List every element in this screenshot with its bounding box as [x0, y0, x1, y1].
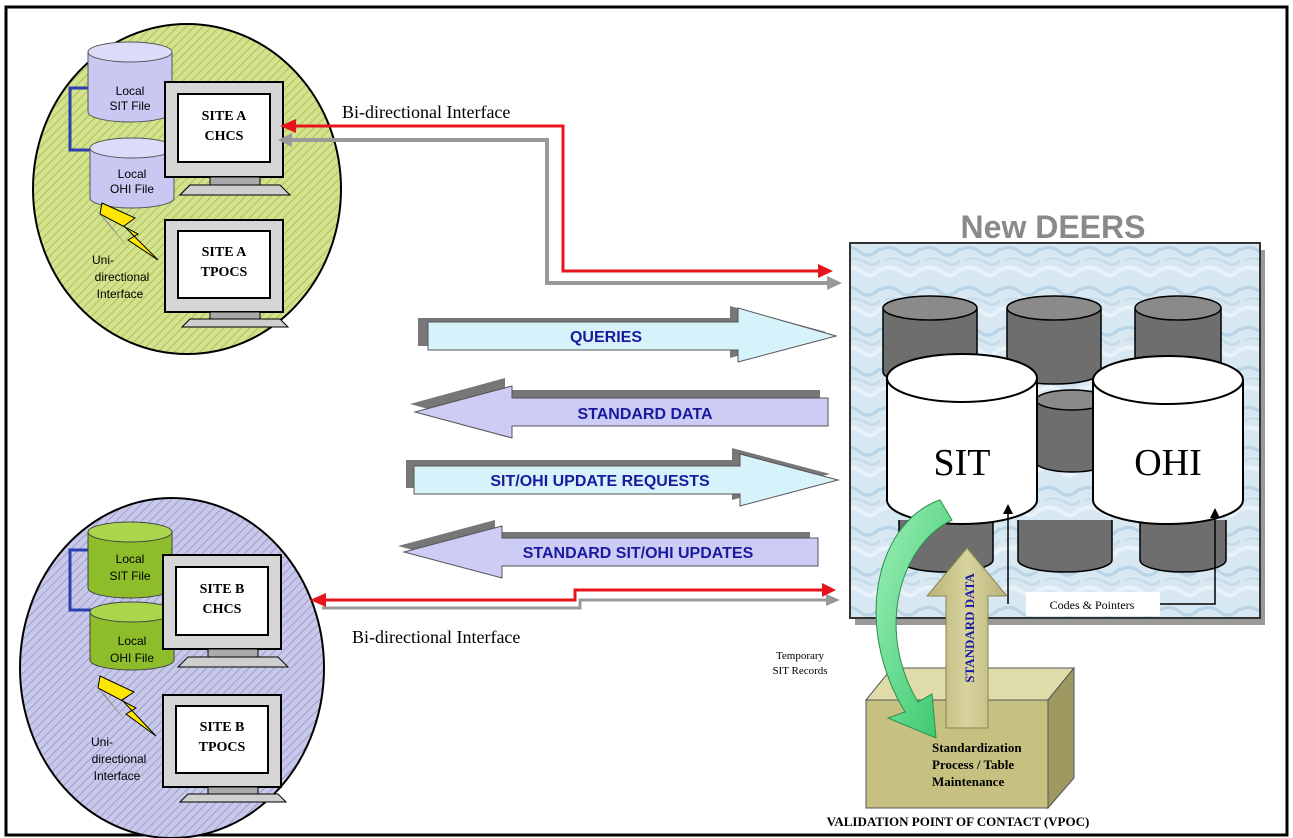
site-a-tpocs-monitor-icon: [164, 219, 290, 328]
standard-data-vertical-label: STANDARD DATA: [962, 573, 977, 683]
standard-data-up-arrow: [925, 547, 1009, 729]
site-a-chcs-label-1: SITE A: [202, 109, 248, 124]
site-b-tpocs-label-2: TPOCS: [199, 740, 246, 755]
site-b-chcs-label-1: SITE B: [200, 582, 245, 597]
site-a-ohi-file-label-1: Local: [118, 167, 147, 181]
vpoc-box-label-3: Maintenance: [932, 774, 1004, 789]
site-a-ohi-file-icon: [89, 137, 175, 209]
sit-database-icon: [886, 353, 1038, 525]
update-requests-label: SIT/OHI UPDATE REQUESTS: [490, 473, 710, 490]
bidirectional-connector-bottom: [310, 583, 840, 610]
site-a-sit-file-label-1: Local: [116, 84, 145, 98]
ohi-database-icon: [1092, 355, 1244, 525]
site-a-uni-label-2: directional: [95, 270, 150, 284]
site-a-chcs-monitor-icon: [164, 81, 292, 196]
vpoc-caption: VALIDATION POINT OF CONTACT (VPOC): [827, 814, 1090, 829]
site-b-group: Local SIT File Local OHI File SITE B CHC…: [19, 497, 325, 838]
vpoc-box-label-1: Standardization: [932, 740, 1022, 755]
site-a-uni-label-3: Interface: [97, 287, 144, 301]
site-b-uni-label-1: Uni-: [91, 735, 113, 749]
site-b-sit-file-icon: [87, 521, 173, 599]
site-a-lightning-icon: [96, 202, 159, 261]
site-a-sit-file-icon: [87, 41, 173, 123]
temporary-label-2: SIT Records: [772, 665, 827, 677]
temporary-label-1: Temporary: [776, 650, 825, 662]
site-b-sit-file-label-2: SIT File: [109, 569, 150, 583]
site-b-chcs-monitor-icon: [162, 554, 290, 668]
site-b-uni-label-2: directional: [92, 752, 147, 766]
site-a-tpocs-label-1: SITE A: [202, 245, 248, 260]
site-a-bracket: [68, 86, 92, 152]
bidirectional-label-bottom: Bi-directional Interface: [352, 627, 520, 647]
bidirectional-label-top: Bi-directional Interface: [342, 102, 510, 122]
standard-updates-label: STANDARD SIT/OHI UPDATES: [523, 545, 754, 562]
codes-pointers-box: [1026, 592, 1160, 616]
sit-label: SIT: [934, 442, 991, 484]
bidirectional-connector-top: [278, 119, 842, 290]
site-b-sit-file-label-1: Local: [116, 552, 145, 566]
standard-data-label: STANDARD DATA: [577, 406, 713, 423]
site-a-group: Local SIT File Local OHI File SITE A CHC…: [32, 23, 342, 355]
site-b-ohi-file-icon: [89, 601, 175, 671]
frame: [4, 5, 1289, 837]
queries-label: QUERIES: [570, 329, 642, 346]
site-b-ohi-file-label-1: Local: [118, 634, 147, 648]
vpoc-box-label-2: Process / Table: [932, 757, 1014, 772]
ohi-label: OHI: [1134, 442, 1202, 484]
site-a-sit-file-label-2: SIT File: [109, 99, 150, 113]
site-a-uni-label-1: Uni-: [92, 253, 114, 267]
codes-pointers-connector: [1003, 504, 1220, 605]
site-a-ohi-file-label-2: OHI File: [110, 182, 154, 196]
site-b-tpocs-monitor-icon: [162, 694, 288, 803]
site-b-uni-label-3: Interface: [94, 769, 141, 783]
site-a-tpocs-label-2: TPOCS: [201, 265, 248, 280]
site-b-bracket: [68, 548, 92, 612]
codes-pointers-label: Codes & Pointers: [1050, 598, 1135, 612]
standard-data-arrow: [410, 378, 829, 439]
site-b-ohi-file-label-2: OHI File: [110, 651, 154, 665]
deers-title: New DEERS: [961, 209, 1146, 245]
queries-arrow: [418, 306, 838, 363]
site-a-chcs-label-2: CHCS: [205, 129, 244, 144]
update-requests-arrow: [406, 448, 840, 507]
site-b-lightning-icon: [94, 675, 157, 737]
standard-updates-arrow: [398, 520, 819, 579]
site-b-tpocs-label-1: SITE B: [200, 720, 245, 735]
temporary-records-arrow: [875, 499, 953, 739]
site-b-chcs-label-2: CHCS: [203, 602, 242, 617]
